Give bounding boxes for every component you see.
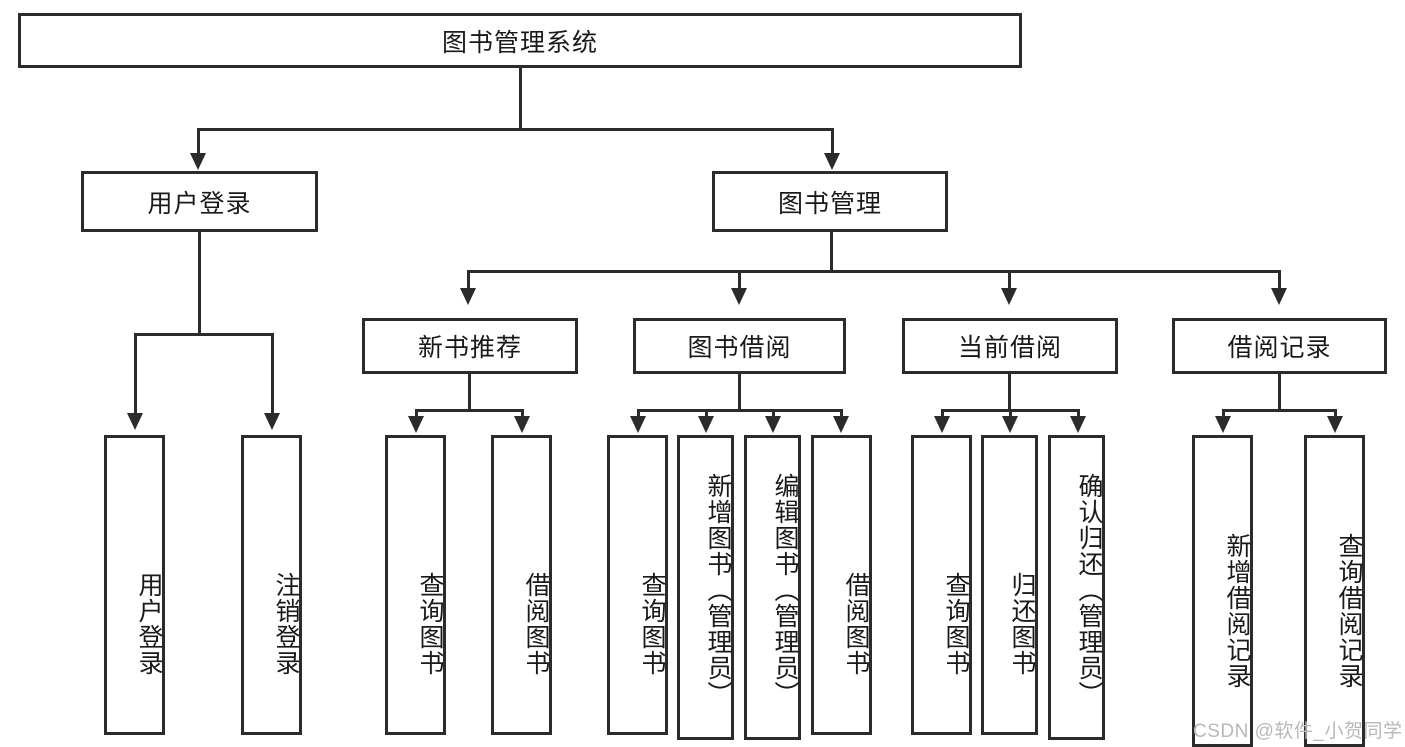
connector-root-bar [197,128,834,131]
connector-book-mgmt-child-4 [1278,270,1281,290]
leaf-book-borrow-edit-label: 编辑图书（管理员） [771,472,799,707]
leaf-current-borrow-return-label: 归还图书 [1008,572,1036,676]
connector-current-borrow-stem [1008,374,1011,409]
arrow-user-login-child-1 [127,413,143,430]
connector-book-borrow-child-1 [637,409,640,418]
node-user-login-label: 用户登录 [147,189,252,218]
connector-current-borrow-child-1 [941,409,944,418]
connector-root-stem [519,68,522,128]
leaf-new-book-query-label: 查询图书 [416,572,444,676]
connector-book-mgmt-bar [467,270,1281,273]
leaf-new-book-borrow-label: 借阅图书 [522,572,550,676]
arrow-book-borrow-child-1 [630,416,646,433]
arrow-new-book-child-2 [514,416,530,433]
leaf-new-book-query[interactable]: 查询图书 [385,435,446,735]
leaf-book-borrow-edit[interactable]: 编辑图书（管理员） [744,435,801,740]
arrow-user-login-child-2 [264,413,280,430]
leaf-new-book-borrow[interactable]: 借阅图书 [491,435,552,735]
connector-borrow-record-stem [1278,374,1281,409]
arrow-book-borrow-child-4 [833,416,849,433]
connector-book-borrow-bar [637,409,843,412]
connector-book-borrow-child-3 [772,409,775,418]
connector-user-login-stem [198,232,201,333]
arrow-borrow-record-child-2 [1327,416,1343,433]
connector-current-borrow-child-2 [1009,409,1012,418]
connector-new-book-stem [468,374,471,409]
arrow-root-to-book-mgmt [824,153,840,170]
leaf-current-borrow-query[interactable]: 查询图书 [911,435,972,735]
node-borrow-record[interactable]: 借阅记录 [1172,318,1387,374]
leaf-borrow-record-query-label: 查询借阅记录 [1335,533,1363,689]
node-current-borrow[interactable]: 当前借阅 [902,318,1118,374]
node-new-book-recommend-label: 新书推荐 [417,334,522,362]
arrow-book-mgmt-child-4 [1271,288,1287,305]
connector-book-mgmt-child-1 [467,270,470,290]
leaf-user-login-login[interactable]: 用户登录 [104,435,165,735]
connector-new-book-child-1 [415,409,418,418]
connector-user-login-bar [134,333,271,336]
connector-current-borrow-child-3 [1077,409,1080,418]
csdn-watermark: CSDN @软件_小贺同学 [1193,721,1403,742]
leaf-current-borrow-confirm[interactable]: 确认归还（管理员） [1048,435,1105,740]
node-root-system-label: 图书管理系统 [441,28,598,57]
node-book-management[interactable]: 图书管理 [712,171,948,232]
connector-root-to-user-login [197,128,200,155]
leaf-borrow-record-add[interactable]: 新增借阅记录 [1192,435,1253,747]
node-current-borrow-label: 当前借阅 [957,334,1062,362]
node-borrow-record-label: 借阅记录 [1227,334,1332,362]
leaf-current-borrow-query-label: 查询图书 [942,572,970,676]
arrow-root-to-user-login [190,153,206,170]
arrow-book-mgmt-child-1 [460,288,476,305]
connector-new-book-child-2 [521,409,524,418]
arrow-book-borrow-child-3 [765,416,781,433]
node-user-login[interactable]: 用户登录 [81,171,318,232]
connector-book-mgmt-child-2 [738,270,741,290]
leaf-current-borrow-return[interactable]: 归还图书 [981,435,1038,735]
connector-borrow-record-child-1 [1222,409,1225,418]
connector-user-login-child-1 [134,333,137,415]
node-new-book-recommend[interactable]: 新书推荐 [362,318,578,374]
arrow-book-mgmt-child-3 [1001,288,1017,305]
connector-user-login-child-2 [271,333,274,415]
connector-new-book-bar [415,409,524,412]
arrow-book-borrow-child-2 [698,416,714,433]
leaf-user-login-logout-label: 注销登录 [272,572,300,676]
leaf-book-borrow-borrow[interactable]: 借阅图书 [811,435,872,735]
leaf-book-borrow-query-label: 查询图书 [638,572,666,676]
leaf-book-borrow-add[interactable]: 新增图书（管理员） [677,435,734,740]
arrow-new-book-child-1 [408,416,424,433]
leaf-book-borrow-borrow-label: 借阅图书 [842,572,870,676]
connector-borrow-record-child-2 [1334,409,1337,418]
node-book-borrow[interactable]: 图书借阅 [633,318,846,374]
connector-book-borrow-child-2 [705,409,708,418]
leaf-user-login-login-label: 用户登录 [135,572,163,676]
arrow-current-borrow-child-2 [1002,416,1018,433]
connector-root-to-book-mgmt [831,128,834,155]
leaf-borrow-record-query[interactable]: 查询借阅记录 [1304,435,1365,747]
node-book-borrow-label: 图书借阅 [687,334,792,362]
connector-book-mgmt-stem [830,232,833,270]
connector-book-borrow-child-4 [840,409,843,418]
leaf-borrow-record-add-label: 新增借阅记录 [1223,533,1251,689]
leaf-current-borrow-confirm-label: 确认归还（管理员） [1075,472,1103,707]
arrow-borrow-record-child-1 [1215,416,1231,433]
arrow-current-borrow-child-3 [1070,416,1086,433]
connector-book-borrow-stem [738,374,741,409]
leaf-book-borrow-query[interactable]: 查询图书 [607,435,668,735]
leaf-book-borrow-add-label: 新增图书（管理员） [704,472,732,707]
connector-borrow-record-bar [1222,409,1337,412]
leaf-user-login-logout[interactable]: 注销登录 [241,435,302,735]
arrow-current-borrow-child-1 [934,416,950,433]
arrow-book-mgmt-child-2 [731,288,747,305]
node-root-system[interactable]: 图书管理系统 [18,13,1022,68]
connector-book-mgmt-child-3 [1008,270,1011,290]
node-book-management-label: 图书管理 [777,189,882,218]
